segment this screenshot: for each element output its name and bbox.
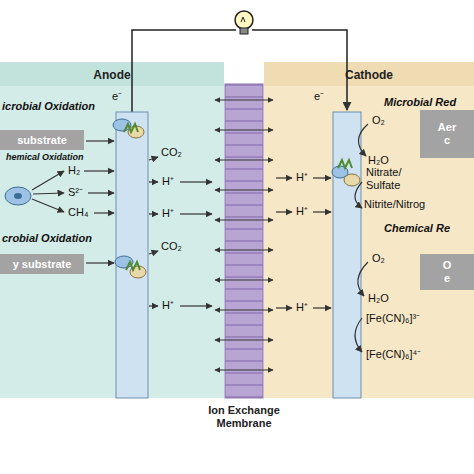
region-heading: Cathode <box>264 68 474 82</box>
chem-label: H⁺ <box>296 301 308 314</box>
substrate-box: y substrate <box>0 254 84 274</box>
box-text: substrate <box>17 134 67 147</box>
chem-label: H₂O <box>368 154 389 167</box>
chem-label: H⁺ <box>296 171 308 184</box>
chem-label: CO₂ <box>161 240 182 253</box>
chem-label: [Fe(CN)₆]³⁻ <box>366 312 420 325</box>
anode-electrode <box>116 112 148 398</box>
chem-label: H⁺ <box>162 175 174 188</box>
cathode-panel <box>264 62 474 398</box>
anode-header <box>0 62 224 86</box>
chem-label: H⁺ <box>162 299 174 312</box>
chem-label: crobial Oxidation <box>2 232 92 245</box>
chem-label: Chemical Re <box>384 222 450 235</box>
cathode-type-box: O e <box>420 254 474 290</box>
box-text: O e <box>439 259 455 284</box>
anode-region: Anode substrate y substrate <box>0 62 224 398</box>
region-heading: Anode <box>0 68 224 82</box>
cathode-header <box>264 62 474 86</box>
box-text: Ion Exchange Membrane <box>189 404 299 430</box>
box-text: y substrate <box>13 258 72 271</box>
chem-label: Nitrite/Nitrog <box>364 198 425 211</box>
cathode-type-box: Aer c <box>420 110 474 158</box>
membrane <box>225 84 263 398</box>
chem-label: e⁻ <box>314 90 324 103</box>
chem-label: CH₄ <box>68 206 88 219</box>
chem-label: H₂O <box>368 292 389 305</box>
chem-label: S²⁻ <box>68 186 83 199</box>
chem-label: H⁺ <box>296 205 308 218</box>
chem-label: H⁺ <box>162 207 174 220</box>
substrate-box: substrate <box>0 130 84 150</box>
light-bulb <box>235 11 253 34</box>
chem-label: Microbial Red <box>384 96 456 109</box>
ion-exchange-membrane: Ion Exchange Membrane <box>225 84 263 398</box>
box-text: Aer c <box>434 121 460 146</box>
cathode-electrode <box>333 112 361 398</box>
wire <box>252 30 347 110</box>
chem-label: CO₂ <box>161 146 182 159</box>
chem-label: icrobial Oxidation <box>2 100 95 113</box>
chem-label: [Fe(CN)₆]⁴⁻ <box>366 348 421 361</box>
chem-label: O₂ <box>372 252 385 265</box>
anode-panel <box>0 62 224 398</box>
wire <box>132 30 236 112</box>
chem-label: O₂ <box>372 114 385 127</box>
chem-label: Nitrate/ Sulfate <box>366 166 416 191</box>
chem-label: hemical Oxidation <box>6 152 84 162</box>
chem-label: H₂ <box>68 164 80 177</box>
membrane-arrows <box>215 100 273 370</box>
chem-label: e⁻ <box>112 90 122 103</box>
